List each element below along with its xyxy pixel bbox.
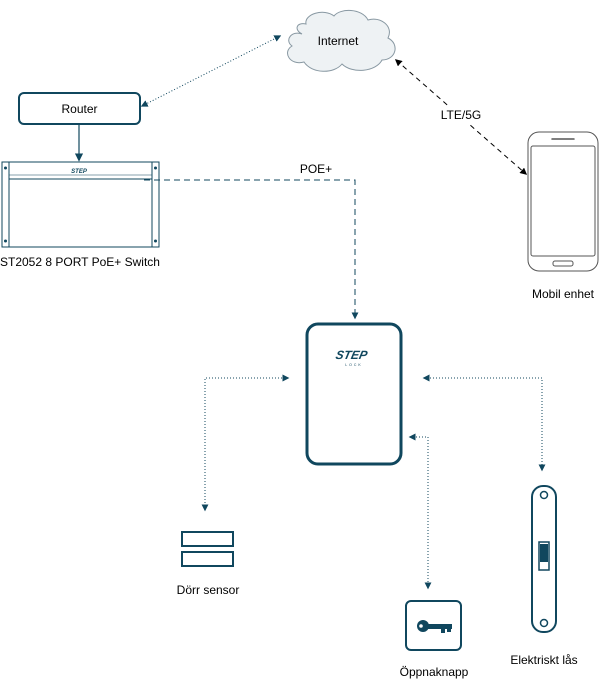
controller-lock-link (422, 374, 546, 472)
mobile-label: Mobil enhet (532, 287, 595, 301)
router-node: Router (18, 92, 141, 125)
electric-lock-label: Elektriskt lås (510, 653, 577, 667)
controller-open-button-link (408, 433, 432, 590)
poe-link (144, 179, 359, 320)
poe-switch: STEP ST2052 8 PORT PoE+ Switch (0, 161, 160, 269)
door-sensor: Dörr sensor (177, 531, 240, 597)
lte-label: LTE/5G (441, 108, 481, 122)
switch-label: ST2052 8 PORT PoE+ Switch (0, 255, 160, 269)
door-sensor-label: Dörr sensor (177, 583, 240, 597)
mobile-phone: Mobil enhet (527, 131, 599, 301)
electric-lock: Elektriskt lås (510, 485, 578, 667)
poe-label: POE+ (300, 162, 332, 176)
router-internet-link (140, 35, 282, 107)
open-button: Öppnaknapp (400, 600, 469, 679)
internet-cloud: Internet (287, 10, 396, 72)
controller-logo-sub: LOCK (345, 363, 363, 367)
router-label: Router (61, 102, 97, 116)
open-button-label: Öppnaknapp (400, 665, 469, 679)
lte-link (394, 59, 528, 175)
key-icon (417, 620, 452, 633)
switch-logo: STEP (71, 169, 88, 175)
steplock-controller: STEP LOCK (305, 322, 403, 466)
controller-logo: STEP (334, 348, 369, 362)
controller-door-sensor-link (201, 374, 290, 512)
internet-label: Internet (318, 34, 359, 48)
